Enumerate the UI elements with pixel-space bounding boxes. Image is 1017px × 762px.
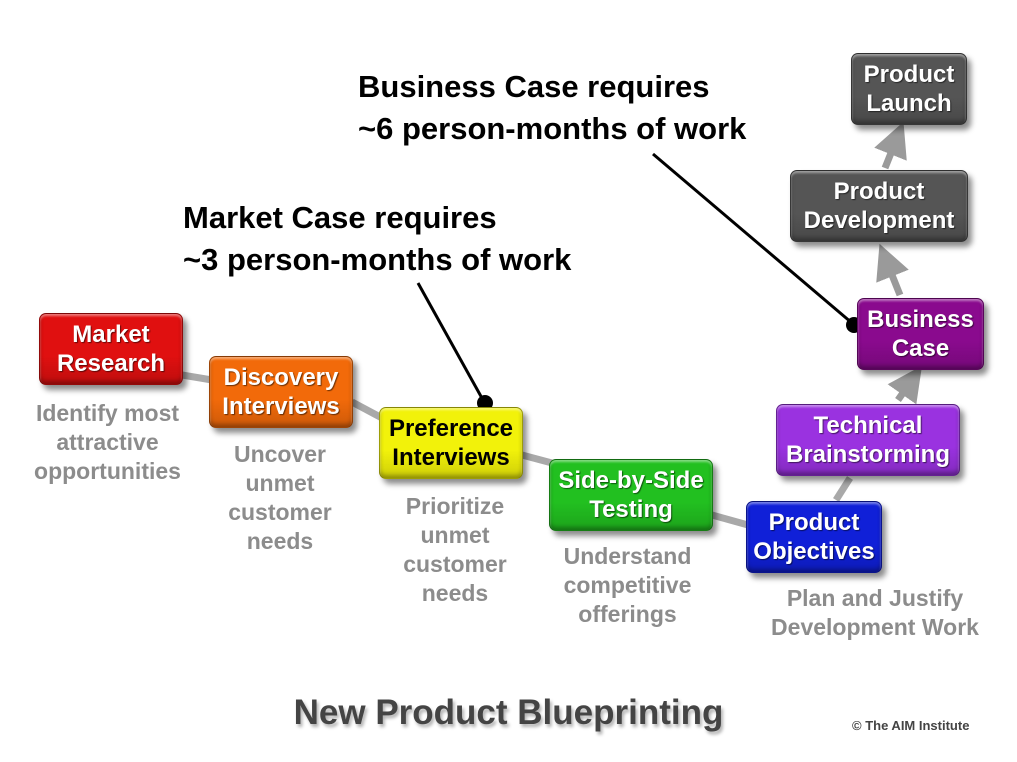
flow-arrow (876, 243, 909, 297)
flow-arrow (887, 365, 923, 405)
step-label: Preference Interviews (388, 415, 514, 471)
step-business-case: Business Case (857, 298, 984, 370)
copyright-notice: © The AIM Institute (852, 718, 970, 733)
business-case-pointer (652, 152, 853, 325)
step-label: Discovery Interviews (222, 364, 340, 420)
business-case-pointer-dot (846, 317, 862, 333)
connector-line (521, 451, 553, 467)
description-side-by-side-testing: Understand competitive offerings (563, 543, 692, 627)
business-case-annotation: Business Case requires ~6 person-months … (358, 69, 747, 146)
description-market-research: Identify most attractive opportunities (34, 400, 181, 484)
step-technical-brainstorming: Technical Brainstorming (776, 404, 960, 476)
connector-line (350, 398, 384, 422)
step-side-by-side-testing: Side-by-Side Testing (549, 459, 713, 531)
description-product-objectives: Plan and Justify Development Work (771, 585, 979, 640)
connector-line (181, 371, 213, 384)
step-market-research: Market Research (39, 313, 183, 385)
step-label: Product Launch (863, 61, 955, 117)
step-label: Side-by-Side Testing (558, 467, 704, 523)
step-product-development: Product Development (790, 170, 968, 242)
market-case-pointer (416, 282, 485, 401)
step-label: Business Case (867, 306, 974, 362)
flow-arrow (874, 121, 907, 170)
description-preference-interviews: Prioritize unmet customer needs (403, 493, 507, 606)
market-case-annotation: Market Case requires ~3 person-months of… (183, 200, 572, 277)
flow-arrow (833, 476, 853, 502)
step-product-launch: Product Launch (851, 53, 967, 125)
diagram-title: New Product Blueprinting (293, 693, 724, 732)
connector-line (711, 511, 749, 529)
market-case-pointer-dot (477, 395, 493, 411)
step-label: Technical Brainstorming (785, 412, 950, 468)
step-discovery-interviews: Discovery Interviews (209, 356, 353, 428)
description-discovery-interviews: Uncover unmet customer needs (228, 441, 332, 554)
step-label: Market Research (56, 321, 166, 377)
step-label: Product Objectives (753, 509, 875, 565)
step-product-objectives: Product Objectives (746, 501, 882, 573)
step-label: Product Development (803, 178, 955, 234)
step-preference-interviews: Preference Interviews (379, 407, 523, 479)
